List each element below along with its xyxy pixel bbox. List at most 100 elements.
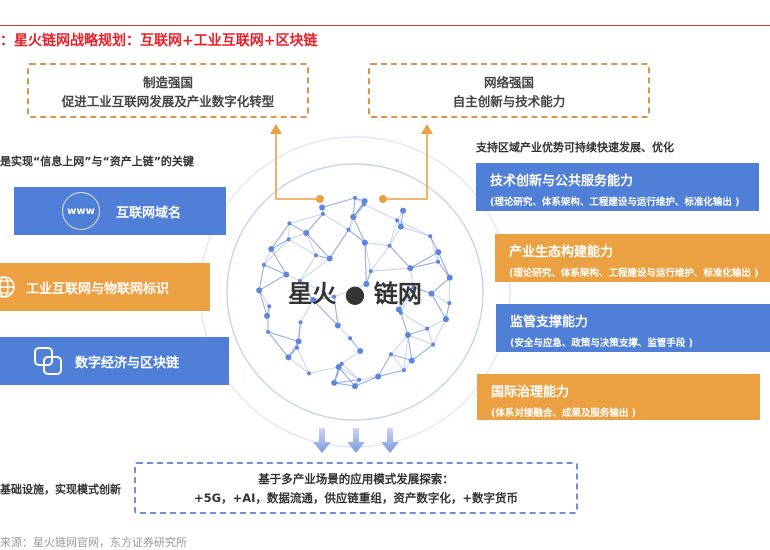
sphere-node [353,196,357,200]
sphere-edge [330,230,349,259]
capability-title: 国际治理能力 [491,381,760,400]
sphere-node [262,263,266,267]
sphere-edge [408,335,412,361]
sphere-edge [289,239,316,255]
left-box-blockchain: 数字经济与区块链 [0,337,229,385]
sphere-edge [371,246,390,272]
sphere-node [319,204,325,210]
sphere-node [395,218,399,222]
sphere-node [425,327,429,331]
sphere-edge [390,227,401,246]
globe-icon [0,275,18,299]
sphere-node [362,240,368,246]
sphere-edge [271,223,289,249]
capability-box-governance: 国际治理能力 (体系对接融合、成果及服务输出 ) [477,374,760,420]
sphere-edge [391,335,408,354]
sphere-edge [390,246,411,268]
sphere-node [431,343,435,347]
sphere-node [340,362,344,366]
left-note-bottom: 基础设施，实现模式创新 [0,481,121,497]
sphere-edge [378,354,391,376]
sphere-node [402,368,406,372]
sphere-node [388,244,392,248]
capability-title: 产业生态构建能力 [509,241,770,260]
sphere-node [443,316,449,322]
sphere-node [407,265,413,271]
capability-desc: (安全与应急、政策与决策支撑、监管手段 ) [510,335,770,349]
sphere-edge [390,220,398,246]
sphere-edge [401,227,430,237]
capability-title: 技术创新与公共服务能力 [490,170,759,189]
application-box: 基于多产业场景的应用模式发展探索： +5G，+AI，数据流通，供应链重组，资产数… [134,462,578,514]
capability-box-tech: 技术创新与公共服务能力 (理论研究、体系架构、工程建设与运行维护、标准化输出 ) [476,163,759,211]
sphere-node [321,212,325,216]
sphere-node [405,332,411,338]
sphere-edge [297,348,309,374]
capability-desc: (理论研究、体系架构、工程建设与运行维护、标准化输出 ) [490,194,759,208]
sphere-edge [410,262,438,268]
left-box-label: 互联网域名 [116,202,181,221]
sphere-node [369,269,373,273]
left-box-label: 工业互联网与物联网标识 [26,278,169,297]
capability-box-regulation: 监管支撑能力 (安全与应急、政策与决策支撑、监管手段 ) [496,304,770,352]
sphere-node [327,256,333,262]
application-title: 基于多产业场景的应用模式发展探索： [136,470,576,489]
arrow-to-network [379,124,433,203]
sphere-node [398,224,404,230]
sphere-node [350,214,356,220]
sphere-edge [371,268,411,271]
sphere-edge [334,380,359,383]
sphere-edge [322,198,355,208]
sphere-node [389,352,393,356]
left-note-top: 是实现“信息上网”与“资产上链”的关键 [0,153,194,169]
left-box-label: 数字经济与区块链 [75,352,179,371]
sphere-node [299,320,303,324]
sphere-node [362,198,368,204]
sphere-node [331,380,337,386]
www-icon: www [62,192,100,230]
sphere-edge [378,370,404,376]
overlap-squares-icon [33,346,63,376]
right-note: 支持区域产业优势可持续快速发展、优化 [476,139,674,155]
sphere-edge [342,364,360,380]
sphere-node [287,221,291,225]
sphere-node [375,374,381,380]
sphere-edge [288,357,309,373]
sphere-edge [264,239,289,265]
sphere-node [335,322,341,328]
sphere-node [266,330,270,334]
sphere-node [357,348,363,354]
sphere-node [287,237,291,241]
sphere-edge [412,345,433,361]
sphere-edge [339,367,355,386]
capability-desc: (理论研究、体系架构、工程建设与运行维护、标准化输出 ) [509,265,770,279]
sphere-node [264,313,270,319]
sphere-node [346,228,350,232]
sphere-edge [353,217,365,243]
down-arrow-icon [347,428,365,453]
sphere-edge [309,367,339,373]
sphere-edge [289,223,290,239]
left-box-domain: www 互联网域名 [14,187,226,235]
sphere-node [307,371,311,375]
capability-title: 监管支撑能力 [510,311,770,330]
sphere-edge [268,332,299,342]
sphere-edge [334,383,355,386]
sphere-node [400,208,406,214]
sphere-node [428,234,432,238]
sphere-node [268,246,274,252]
center-label: 星火 ● 链网 [250,274,460,309]
sphere-edge [323,214,349,230]
down-arrow-icon [313,428,331,453]
sphere-node [296,338,302,344]
left-box-identifier: 工业互联网与物联网标识 [0,263,210,311]
sphere-node [357,378,361,382]
sphere-edge [410,252,438,268]
sphere-edge [364,204,397,220]
sphere-edge [271,249,286,275]
sphere-node [436,260,440,264]
sphere-edge [289,214,322,224]
sphere-node [435,249,441,255]
sphere-node [348,336,352,340]
arrow-to-manufacturing [270,124,324,203]
